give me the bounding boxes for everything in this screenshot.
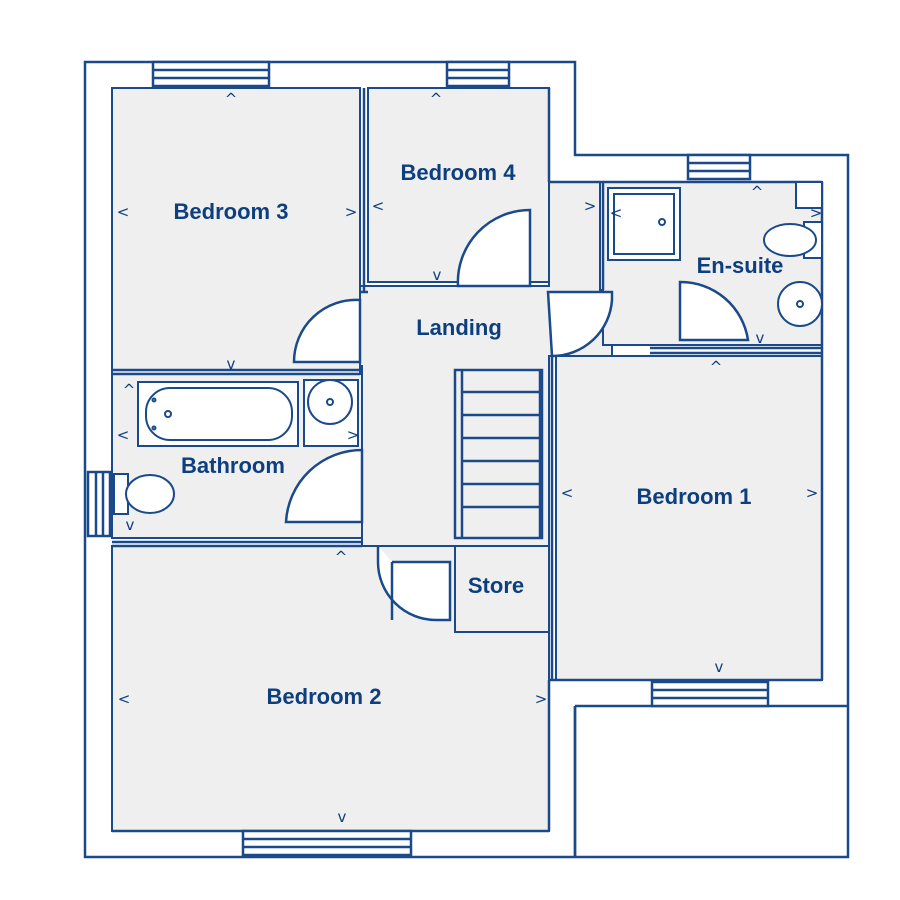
- bathroom-basin: [303, 379, 359, 447]
- store-floor: [454, 545, 550, 633]
- marker-left-icon: <: [610, 204, 623, 222]
- marker-right-icon: >: [345, 203, 358, 221]
- partitions: [112, 88, 848, 857]
- bath: [137, 381, 299, 447]
- marker-down-icon: v: [715, 658, 724, 676]
- marker-left-icon: <: [117, 426, 130, 444]
- label-bedroom-4: Bedroom 4: [401, 160, 517, 185]
- label-bedroom-2: Bedroom 2: [267, 684, 382, 709]
- marker-up-icon: ^: [751, 183, 764, 201]
- en-suite-toilet: [763, 221, 823, 259]
- window-bathroom: [86, 470, 112, 538]
- label-bedroom-3: Bedroom 3: [174, 199, 289, 224]
- label-bathroom: Bathroom: [181, 453, 285, 478]
- marker-left-icon: <: [118, 690, 131, 708]
- marker-right-icon: >: [347, 426, 360, 444]
- label-store: Store: [468, 573, 524, 598]
- label-bedroom-1: Bedroom 1: [637, 484, 752, 509]
- marker-left-icon: <: [372, 197, 385, 215]
- marker-down-icon: v: [338, 808, 347, 826]
- marker-up-icon: ^: [123, 381, 136, 399]
- dimension-markers: ^ < > v ^ < > v ^ < > v ^ < > v ^ < > v …: [117, 90, 823, 826]
- marker-up-icon: ^: [430, 90, 443, 108]
- doors: [284, 208, 750, 622]
- windows: [86, 60, 770, 857]
- marker-down-icon: v: [433, 266, 442, 284]
- marker-left-icon: <: [561, 484, 574, 502]
- marker-left-icon: <: [117, 203, 130, 221]
- marker-up-icon: ^: [225, 90, 238, 108]
- label-en-suite: En-suite: [697, 253, 784, 278]
- label-landing: Landing: [416, 315, 502, 340]
- en-suite-shower: [607, 187, 681, 261]
- marker-right-icon: >: [584, 197, 597, 215]
- marker-down-icon: v: [227, 355, 236, 373]
- marker-up-icon: ^: [335, 548, 348, 566]
- window-bedroom-1: [650, 680, 770, 708]
- marker-down-icon: v: [126, 516, 135, 534]
- marker-right-icon: >: [810, 204, 823, 222]
- en-suite-basin: [777, 281, 823, 327]
- marker-down-icon: v: [756, 329, 765, 347]
- room-labels: Bedroom 3 Bedroom 4 Landing En-suite Bat…: [174, 160, 784, 709]
- marker-up-icon: ^: [710, 358, 723, 376]
- marker-right-icon: >: [535, 690, 548, 708]
- staircase: [453, 368, 544, 540]
- window-bedroom-4: [445, 60, 511, 88]
- fixtures: [113, 181, 823, 515]
- marker-right-icon: >: [806, 484, 819, 502]
- window-bedroom-2: [241, 829, 413, 857]
- bedroom-1-floor: [555, 355, 823, 681]
- bathroom-toilet: [113, 473, 175, 515]
- window-en-suite: [686, 153, 752, 181]
- en-suite-cabinet: [795, 181, 823, 209]
- window-bedroom-3: [151, 60, 271, 88]
